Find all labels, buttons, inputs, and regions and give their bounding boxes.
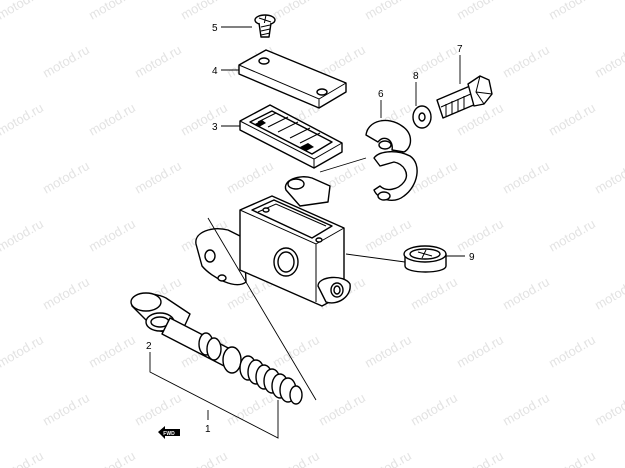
watermark-text: motod.ru — [86, 0, 138, 23]
watermark-text: motod.ru — [362, 216, 414, 255]
callout-1: 1 — [205, 424, 211, 435]
watermark-text: motod.ru — [270, 332, 322, 371]
leader-lines — [149, 26, 465, 439]
part-3-diaphragm — [239, 104, 343, 169]
watermark-text: motod.ru — [500, 274, 552, 313]
watermark-text: motod.ru — [132, 158, 184, 197]
watermark-text: motod.ru — [592, 274, 625, 313]
watermark-text: motod.ru — [0, 448, 46, 468]
watermark-text: motod.ru — [454, 332, 506, 371]
watermark-text: motod.ru — [270, 448, 322, 468]
watermark-text: motod.ru — [454, 0, 506, 23]
watermark-text: motod.ru — [40, 390, 92, 429]
watermark-text: motod.ru — [546, 100, 598, 139]
watermark-text: motod.ru — [500, 42, 552, 81]
watermark-text: motod.ru — [500, 158, 552, 197]
callout-4: 4 — [212, 66, 218, 77]
watermark-text: motod.ru — [178, 100, 230, 139]
watermark-text: motod.ru — [132, 390, 184, 429]
part-7-bolt — [436, 75, 493, 119]
watermark-text: motod.ru — [546, 0, 598, 23]
watermark-text: motod.ru — [178, 0, 230, 23]
watermark-text: motod.ru — [0, 216, 46, 255]
watermark-text: motod.ru — [454, 216, 506, 255]
watermark-text: motod.ru — [0, 0, 46, 23]
watermark-text: motod.ru — [132, 42, 184, 81]
watermark-text: motod.ru — [224, 390, 276, 429]
watermark-text: motod.ru — [408, 274, 460, 313]
watermark-text: motod.ru — [362, 0, 414, 23]
watermark-text: motod.ru — [224, 158, 276, 197]
watermark-text: motod.ru — [546, 448, 598, 468]
watermark-text: motod.ru — [408, 390, 460, 429]
callout-5: 5 — [212, 23, 218, 34]
part-9-boot — [403, 245, 447, 273]
part-6-clamp-holder — [365, 119, 418, 201]
watermark-text: motod.ru — [86, 332, 138, 371]
watermark-text: motod.ru — [592, 158, 625, 197]
master-cylinder-body — [195, 176, 351, 307]
watermark-text: motod.ru — [362, 332, 414, 371]
part-5-screw — [254, 14, 276, 38]
watermark-text: motod.ru — [40, 42, 92, 81]
fwd-label: FWD — [163, 431, 175, 437]
watermark-text: motod.ru — [546, 216, 598, 255]
watermark-text: motod.ru — [316, 390, 368, 429]
callout-7: 7 — [457, 44, 463, 55]
callout-6: 6 — [378, 89, 384, 100]
callout-8: 8 — [413, 71, 419, 82]
watermark-text: motod.ru — [86, 216, 138, 255]
watermark-text: motod.ru — [454, 448, 506, 468]
watermark-text: motod.ru — [0, 332, 46, 371]
watermark-text: motod.ru — [592, 42, 625, 81]
watermark-text: motod.ru — [178, 448, 230, 468]
watermark-text: motod.ru — [270, 0, 322, 23]
callout-3: 3 — [212, 122, 218, 133]
watermark-text: motod.ru — [40, 158, 92, 197]
callout-labels: 5 4 3 6 8 7 9 2 1 — [146, 23, 475, 435]
watermark-text: motod.ru — [592, 390, 625, 429]
watermark-text: motod.ru — [546, 332, 598, 371]
watermark-text: motod.ru — [40, 274, 92, 313]
watermark-text: motod.ru — [0, 100, 46, 139]
watermark-text: motod.ru — [500, 390, 552, 429]
callout-2: 2 — [146, 341, 152, 352]
part-8-washer — [412, 105, 432, 129]
fwd-arrow-icon: FWD — [158, 426, 180, 439]
part-1-piston-set — [130, 292, 303, 405]
watermark-text: motod.ru — [362, 448, 414, 468]
watermark-text: motod.ru — [86, 100, 138, 139]
callout-9: 9 — [469, 252, 475, 263]
watermark-text: motod.ru — [86, 448, 138, 468]
part-4-reservoir-cap — [238, 49, 347, 109]
